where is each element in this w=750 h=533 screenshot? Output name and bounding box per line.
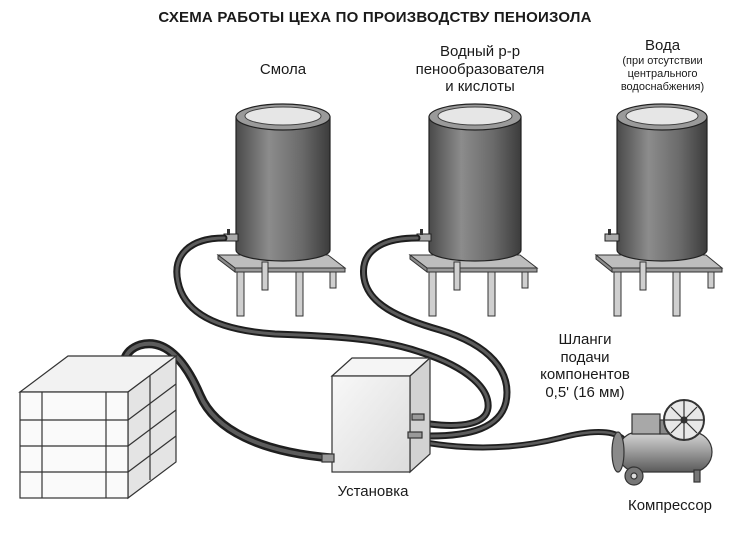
water-note-line-3: водоснабжения) xyxy=(620,81,705,94)
foam-label-line-2: пенообразователя xyxy=(415,60,545,78)
foam-solution-tank xyxy=(408,103,539,317)
hoses-label-line-2: подачи xyxy=(560,348,610,366)
resin-label-line: Смола xyxy=(259,61,307,78)
hoses-label-line-3: компонентов xyxy=(540,366,630,384)
unit-label: Установка xyxy=(337,483,409,500)
water-note-line-1: (при отсутствии xyxy=(622,54,703,67)
diagram-title: СХЕМА РАБОТЫ ЦЕХА ПО ПРОИЗВОДСТВУ ПЕНОИЗ… xyxy=(158,9,592,26)
foam-tank-label: Водный р-р пенообразователя и кислоты xyxy=(395,43,565,96)
foam-generator-unit xyxy=(321,356,432,474)
foam-label-line-1: Водный р-р xyxy=(439,43,521,60)
mold-box xyxy=(18,354,178,500)
resin-tank-label: Смола xyxy=(243,61,323,79)
water-label-line: Вода xyxy=(644,37,681,54)
water-note-line-2: центрального xyxy=(627,67,698,80)
resin-tank xyxy=(216,103,347,317)
supply-hoses xyxy=(118,234,625,463)
hoses-label-line-1: Шланги xyxy=(558,331,612,348)
foam-label-line-3: и кислоты xyxy=(445,78,515,96)
water-tank xyxy=(594,103,724,317)
compressor xyxy=(611,399,713,486)
hoses-label: Шланги подачи компонентов 0,5' (16 мм) xyxy=(515,331,655,402)
water-tank-label: Вода (при отсутствии центрального водосн… xyxy=(595,37,730,94)
hoses-label-line-4: 0,5' (16 мм) xyxy=(545,384,625,402)
compressor-label: Компрессор xyxy=(627,497,713,514)
